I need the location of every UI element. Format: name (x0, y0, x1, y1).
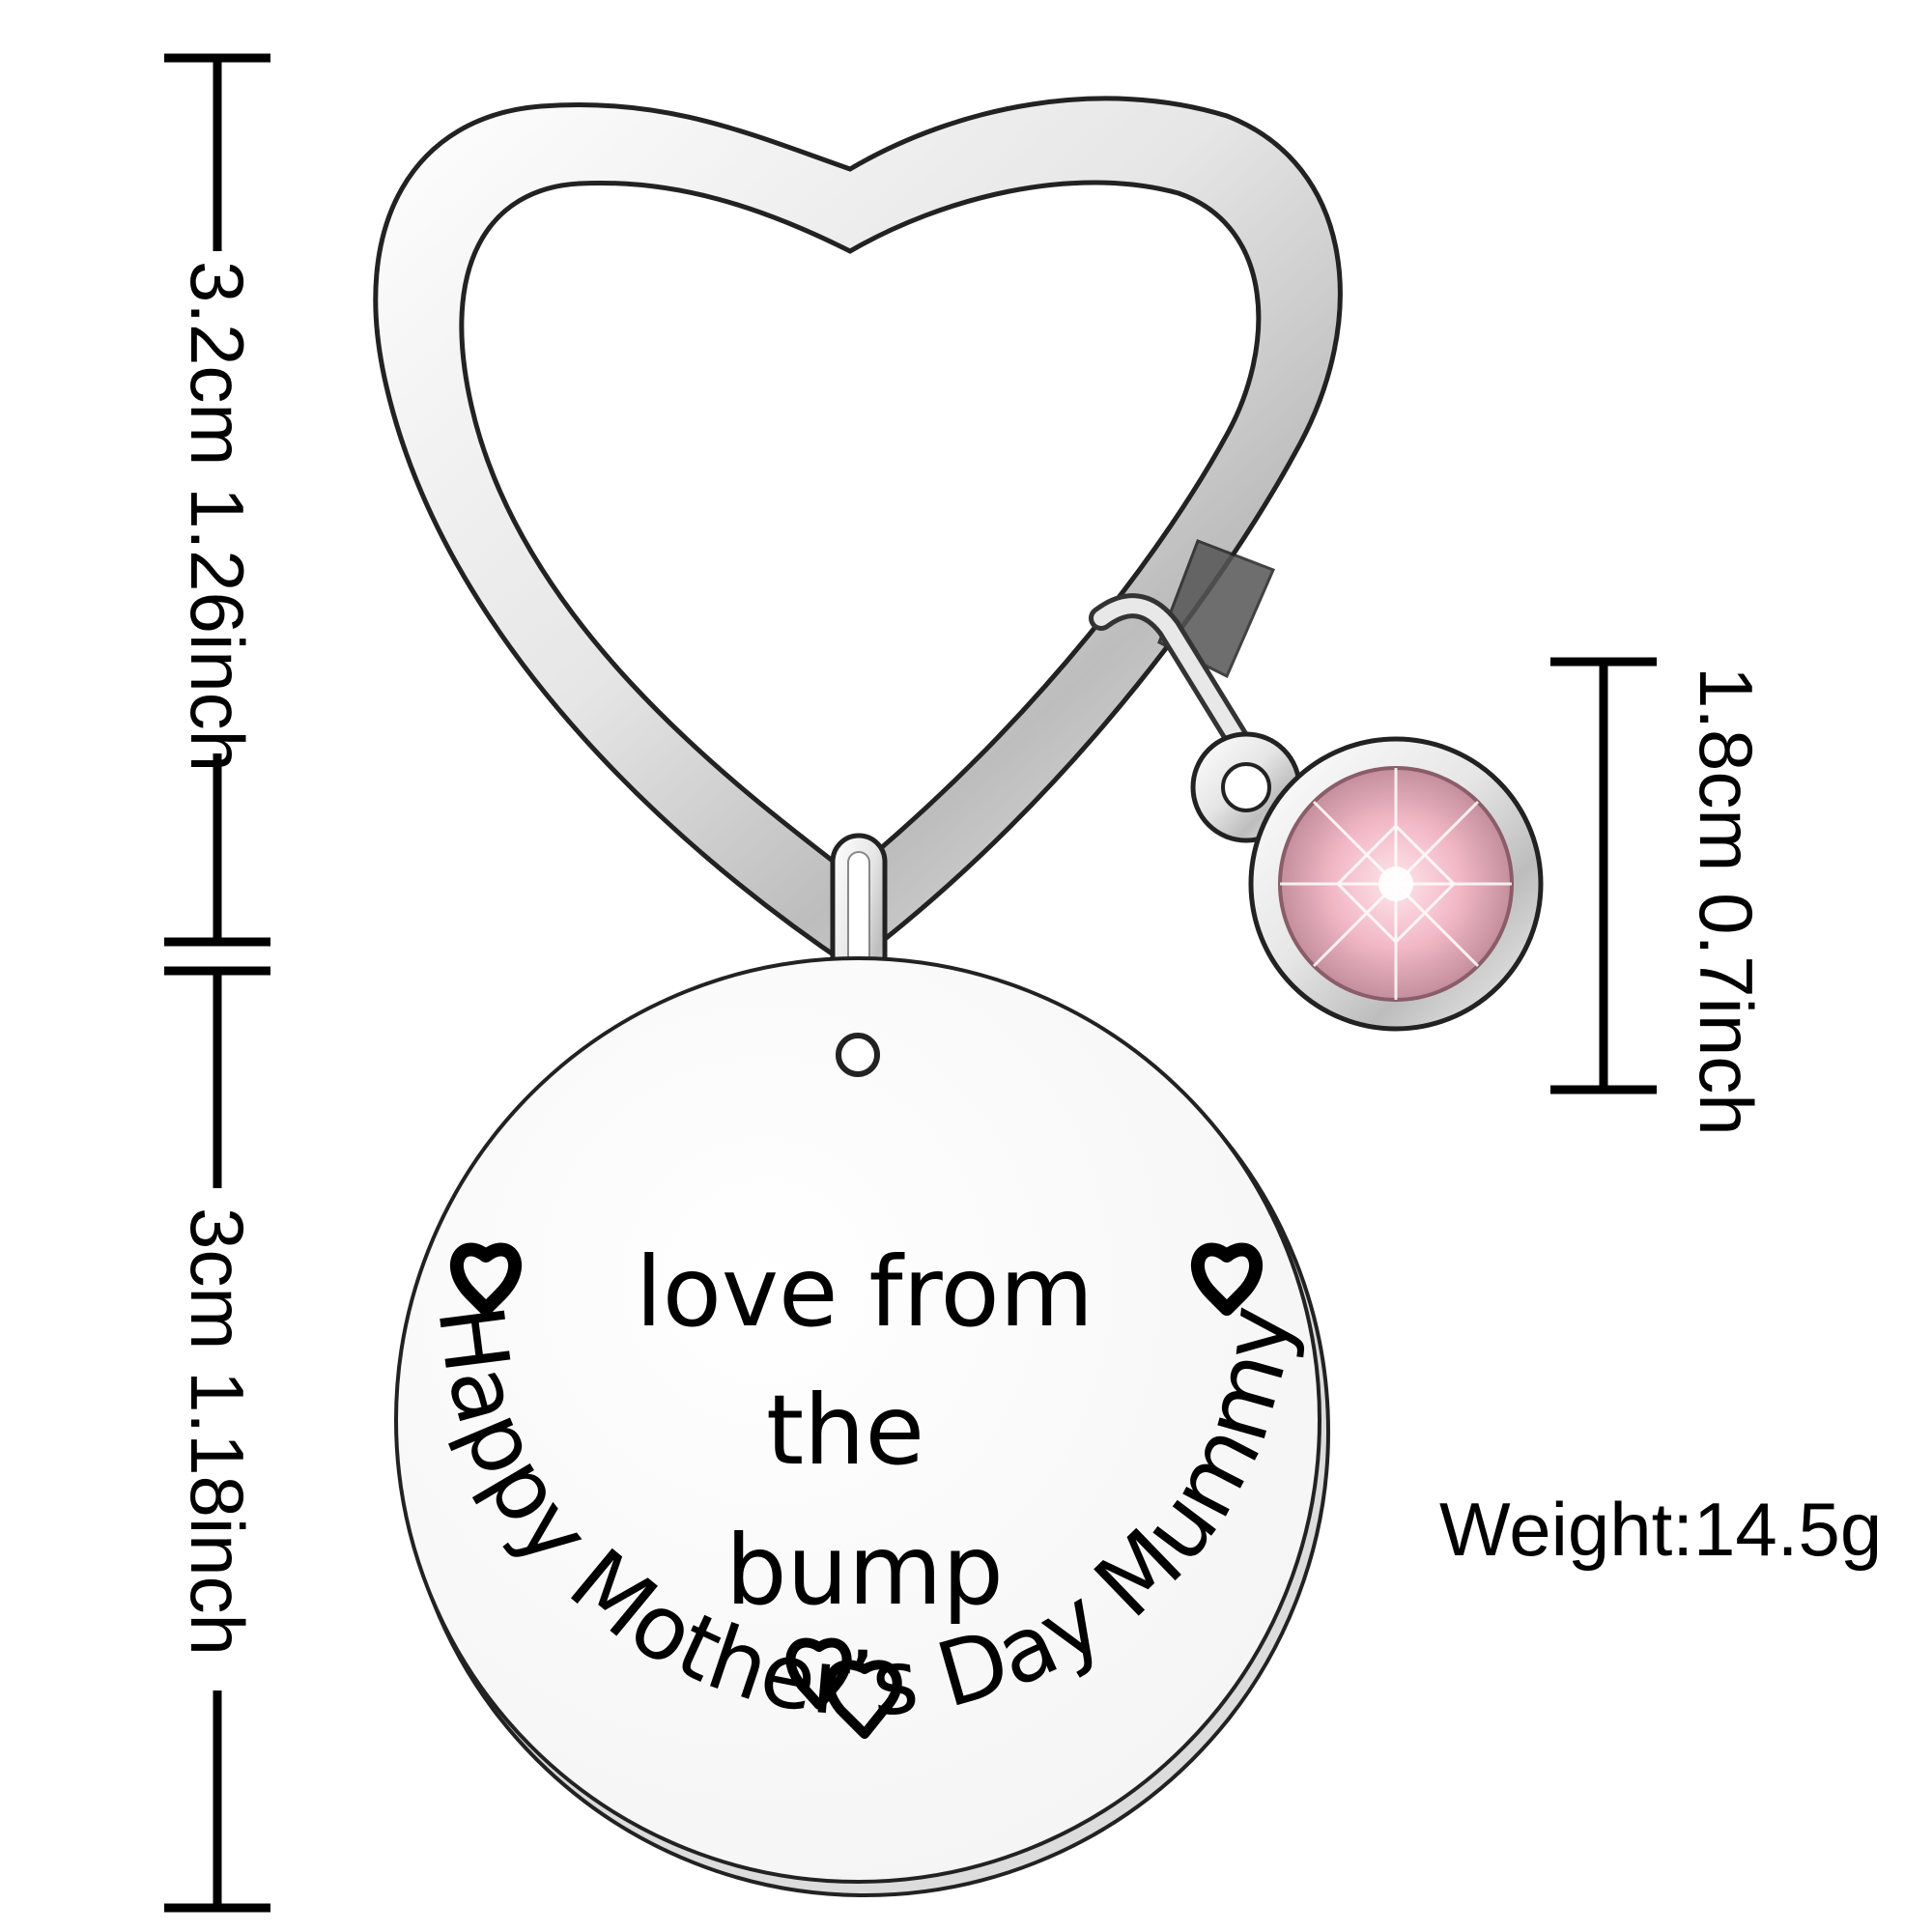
charm-height-label: 1.8cm 0.7inch (1684, 667, 1769, 1136)
engraving-line-3: bump (725, 1514, 1004, 1627)
charm-height-dimension (1550, 657, 1657, 1094)
small-heart-left-icon (449, 1242, 523, 1316)
small-heart-right-icon (1190, 1242, 1264, 1316)
keyring-height-dimension (164, 53, 270, 947)
tag-height-dimension (164, 966, 270, 1913)
heart-keyring (373, 96, 1343, 970)
engraving-line-1: love from (636, 1236, 1094, 1349)
engraving-line-2: the (766, 1374, 924, 1487)
double-heart-icon (785, 1637, 902, 1739)
tag-hole (836, 1033, 880, 1077)
round-tag: love from the bump Happy Mother’s Day Mu… (394, 956, 1330, 1897)
birthstone-charm (1190, 731, 1544, 1032)
tag-height-label: 3cm 1.18inch (175, 1208, 260, 1656)
charm-jump-ring (1089, 593, 1259, 766)
keyring-height-label: 3.2cm 1.26inch (175, 261, 260, 772)
weight-label: Weight:14.5g (1439, 1487, 1882, 1572)
